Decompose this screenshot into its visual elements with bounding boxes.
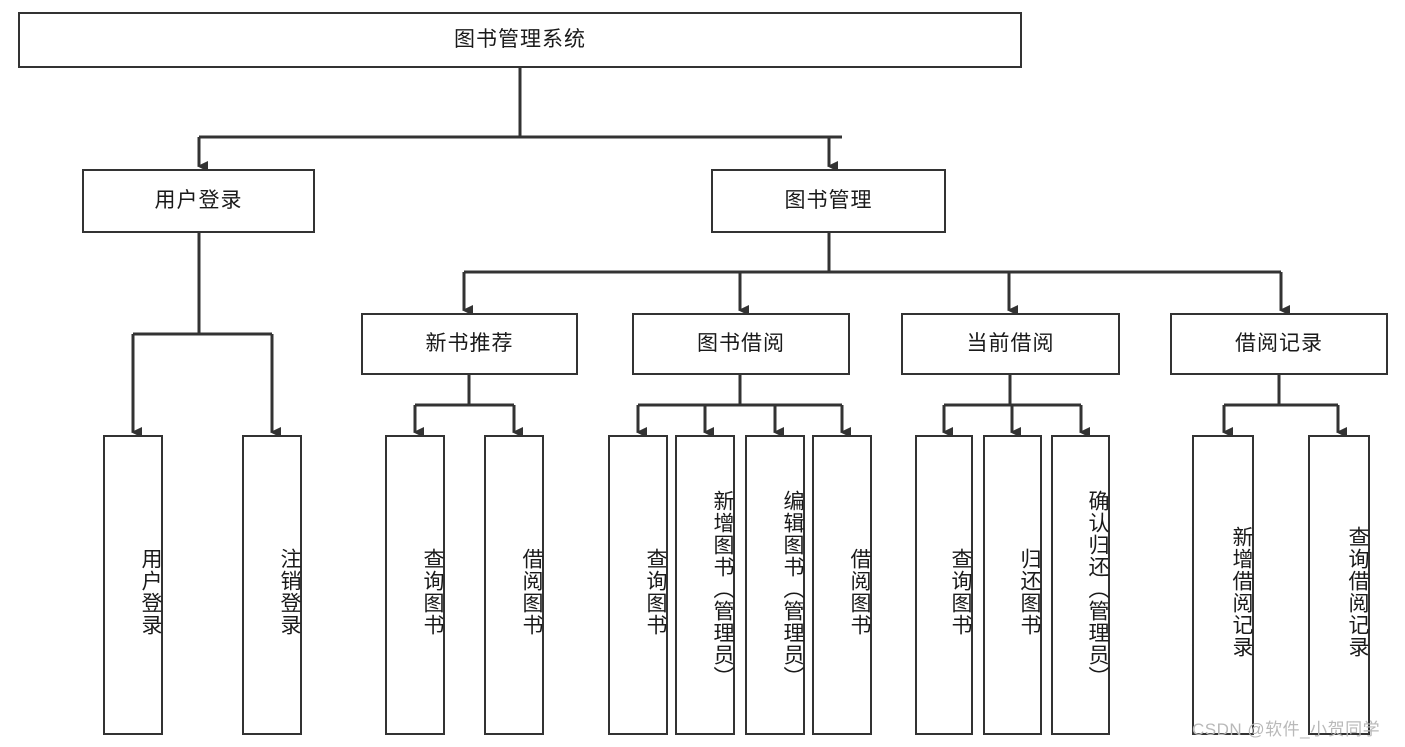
leaf-borrow-borrow-book[interactable]: 借阅图书 [812,435,872,735]
csdn-watermark: CSDN @软件_小贺同学 [1192,720,1381,739]
node-root[interactable]: 图书管理系统 [18,12,1022,68]
leaf-borrow-query-book[interactable]: 查询图书 [608,435,668,735]
node-book-borrow[interactable]: 图书借阅 [632,313,850,375]
leaf-new-book-query[interactable]: 查询图书 [385,435,445,735]
leaf-current-query-book[interactable]: 查询图书 [915,435,973,735]
leaf-records-add-record[interactable]: 新增借阅记录 [1192,435,1254,735]
leaf-current-return-book[interactable]: 归还图书 [983,435,1042,735]
leaf-new-book-borrow[interactable]: 借阅图书 [484,435,544,735]
node-borrow-records[interactable]: 借阅记录 [1170,313,1388,375]
node-current-borrow[interactable]: 当前借阅 [901,313,1120,375]
node-user-login[interactable]: 用户登录 [82,169,315,233]
leaf-records-query-record[interactable]: 查询借阅记录 [1308,435,1370,735]
leaf-borrow-edit-book-admin[interactable]: 编辑图书（管理员） [745,435,805,735]
leaf-current-confirm-return-admin[interactable]: 确认归还（管理员） [1051,435,1110,735]
node-new-book-recommend[interactable]: 新书推荐 [361,313,578,375]
leaf-user-login-signout[interactable]: 注销登录 [242,435,302,735]
leaf-user-login-signin[interactable]: 用户登录 [103,435,163,735]
node-book-management[interactable]: 图书管理 [711,169,946,233]
leaf-borrow-add-book-admin[interactable]: 新增图书（管理员） [675,435,735,735]
